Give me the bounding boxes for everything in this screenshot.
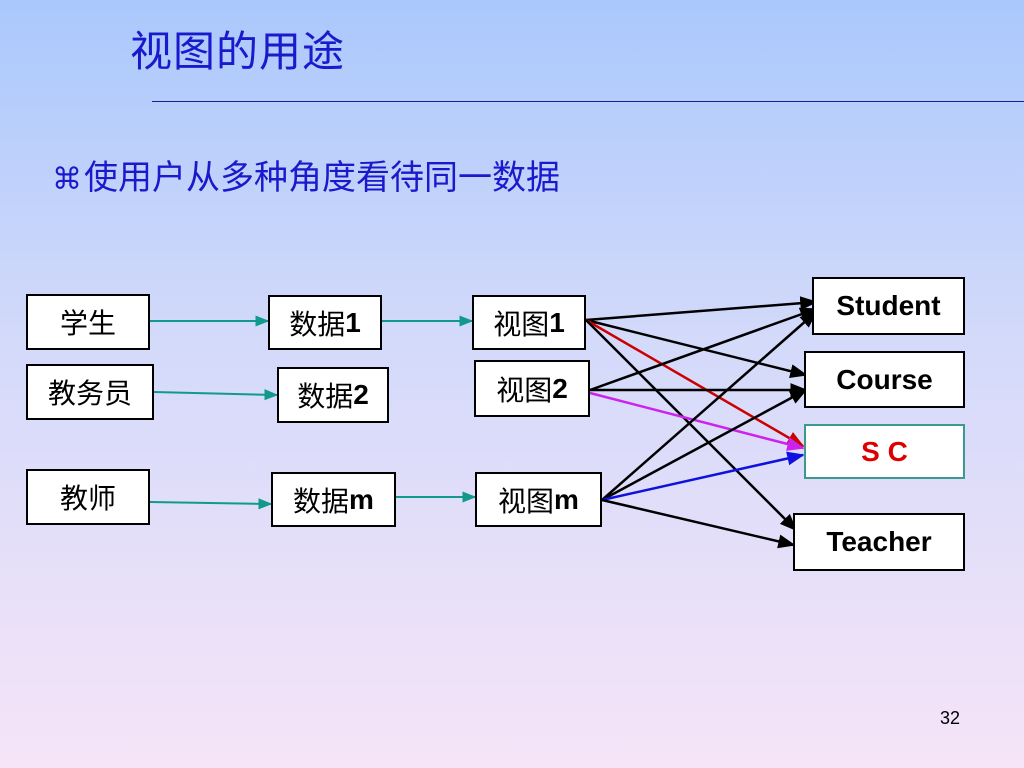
user-box-teacher: 教师	[26, 469, 150, 525]
page-number: 32	[940, 708, 961, 728]
title-divider	[152, 101, 1024, 102]
slide-title: 视图的用途	[130, 27, 346, 76]
arrow-viewm-course	[601, 388, 808, 502]
arrow-viewm-student	[601, 310, 818, 501]
arrow-user3-datam	[149, 498, 273, 510]
user-box-student: 学生	[26, 294, 150, 350]
command-bullet-icon: ⌘	[52, 162, 82, 197]
bullet-text: 使用户从多种角度看待同一数据	[84, 158, 560, 198]
table-box-sc: S C	[804, 424, 965, 479]
arrow-view1-teacher	[585, 319, 798, 532]
user-box-registrar: 教务员	[26, 364, 154, 420]
arrow-user2-data2	[153, 389, 279, 401]
arrow-view1-course	[585, 318, 808, 378]
arrow-view1-sc	[585, 318, 805, 448]
arrow-view2-student	[589, 307, 818, 392]
arrow-view2-sc	[589, 391, 805, 451]
arrow-view1-student	[585, 296, 818, 322]
bullet-item: ⌘使用户从多种角度看待同一数据	[52, 150, 560, 199]
arrow-viewm-sc	[601, 451, 805, 502]
arrow-viewm-teacher	[601, 498, 796, 549]
table-box-student: Student	[812, 277, 965, 335]
table-box-course: Course	[804, 351, 965, 408]
table-box-teacher: Teacher	[793, 513, 965, 571]
